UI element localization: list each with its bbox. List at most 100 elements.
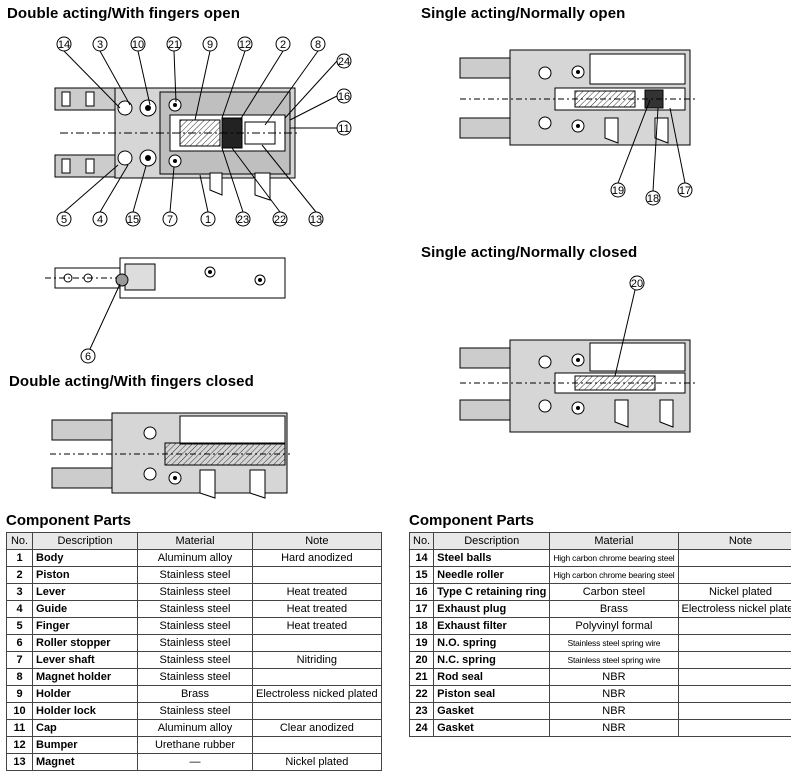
finger-upper [54, 87, 116, 111]
cell-material: Stainless steel spring wire [549, 651, 679, 669]
callout-label: 19 [612, 185, 624, 197]
callout-label: 1 [205, 214, 211, 226]
cell-description: Gasket [433, 719, 551, 737]
cell-no: 23 [408, 702, 435, 720]
col-header-material: Material [137, 532, 253, 550]
cell-note [252, 634, 382, 652]
cell-note [677, 634, 791, 652]
callout-label: 23 [237, 214, 249, 226]
col-header-material: Material [549, 532, 679, 550]
cell-note: Heat treated [252, 583, 382, 601]
cell-material: Aluminum alloy [137, 549, 253, 567]
cell-no: 6 [6, 634, 33, 652]
cell-no: 15 [408, 566, 435, 584]
cell-description: Finger [32, 617, 138, 635]
callout-label: 6 [85, 351, 91, 363]
cell-material: Stainless steel [137, 583, 253, 601]
cell-material: Aluminum alloy [137, 719, 253, 737]
cell-note: Nitriding [252, 651, 382, 669]
cell-no: 19 [408, 634, 435, 652]
cell-no: 9 [6, 685, 33, 703]
cell-description: Rod seal [433, 668, 551, 686]
callout-label: 11 [338, 123, 349, 135]
callout-label: 18 [647, 193, 659, 205]
cell-note [677, 549, 791, 567]
parts-title-right: Component Parts [409, 512, 535, 529]
cell-description: Piston seal [433, 685, 551, 703]
callout-label: 12 [239, 39, 251, 51]
cell-no: 20 [408, 651, 435, 669]
cell-note: Electroless nicked plated [252, 685, 382, 703]
col-header-description: Description [433, 532, 551, 550]
cell-description: Exhaust plug [433, 600, 551, 618]
cell-description: Magnet holder [32, 668, 138, 686]
title-double-acting-open: Double acting/With fingers open [7, 5, 240, 22]
cell-no: 5 [6, 617, 33, 635]
title-single-acting-open: Single acting/Normally open [421, 5, 626, 22]
cell-description: Steel balls [433, 549, 551, 567]
cell-note [677, 668, 791, 686]
callout-label: 15 [127, 214, 139, 226]
cell-material: Stainless steel spring wire [549, 634, 679, 652]
cell-note [252, 566, 382, 584]
cell-material: High carbon chrome bearing steel [549, 566, 679, 584]
cell-material: Brass [549, 600, 679, 618]
cell-description: N.C. spring [433, 651, 551, 669]
cell-no: 14 [408, 549, 435, 567]
diagram-single-acting-closed: 20 [459, 275, 695, 433]
table-header-row: No. Description Material Note [408, 532, 791, 550]
cell-no: 13 [6, 753, 33, 771]
cell-description: Piston [32, 566, 138, 584]
cell-description: N.O. spring [433, 634, 551, 652]
cell-no: 7 [6, 651, 33, 669]
callout-label: 22 [274, 214, 286, 226]
cell-note [252, 702, 382, 720]
callouts-top: 14 3 10 21 9 12 2 8 [56, 36, 326, 126]
cell-description: Exhaust filter [433, 617, 551, 635]
cell-description: Holder lock [32, 702, 138, 720]
cell-material: High carbon chrome bearing steel [549, 549, 679, 567]
cell-no: 21 [408, 668, 435, 686]
cell-no: 16 [408, 583, 435, 601]
cell-note: Nickel plated [677, 583, 791, 601]
cell-note: Nickel plated [252, 753, 382, 771]
cell-material: Carbon steel [549, 583, 679, 601]
callouts-right: 24 16 11 [284, 53, 352, 136]
callout-label: 9 [207, 39, 213, 51]
cell-material: NBR [549, 668, 679, 686]
diagram-double-acting-open: 14 3 10 21 9 12 2 8 24 16 11 5 4 15 7 1 … [54, 36, 352, 227]
cell-material: NBR [549, 685, 679, 703]
cell-no: 17 [408, 600, 435, 618]
callout-label: 7 [167, 214, 173, 226]
cell-material: — [137, 753, 253, 771]
cell-description: Lever [32, 583, 138, 601]
cell-description: Lever shaft [32, 651, 138, 669]
cell-material: Stainless steel [137, 668, 253, 686]
cell-no: 1 [6, 549, 33, 567]
cell-material: Stainless steel [137, 702, 253, 720]
cell-note: Heat treated [252, 617, 382, 635]
callout-label: 2 [280, 39, 286, 51]
cell-material: NBR [549, 702, 679, 720]
cell-material: Polyvinyl formal [549, 617, 679, 635]
cell-material: Stainless steel [137, 634, 253, 652]
cell-no: 2 [6, 566, 33, 584]
col-header-no: No. [6, 532, 33, 550]
cell-note: Hard anodized [252, 549, 382, 567]
callout-label: 4 [97, 214, 103, 226]
